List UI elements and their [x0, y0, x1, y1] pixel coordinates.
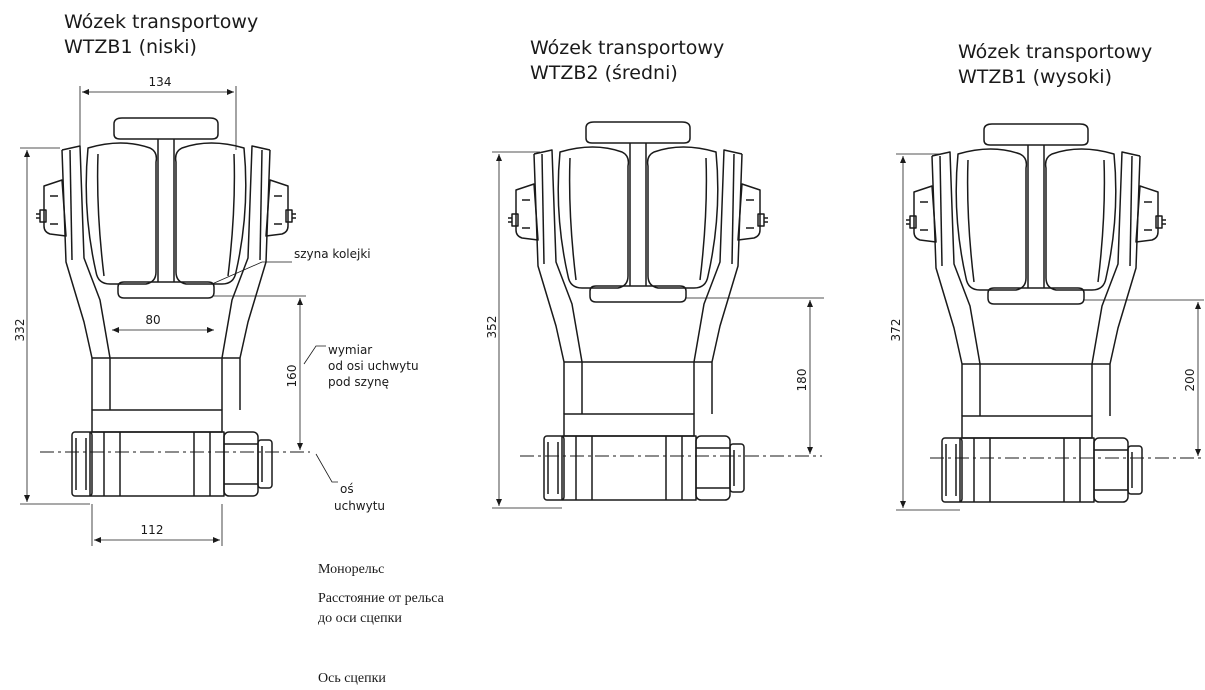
title-line-2: WTZB1 (wysoki)	[958, 66, 1112, 88]
title-wtzb2-sredni: Wózek transportowy WTZB2 (średni)	[530, 36, 724, 86]
dimension-note-line-2: od osi uchwytu	[328, 359, 419, 373]
dim-offset-200: 200	[1183, 369, 1197, 392]
rail-leader	[211, 261, 292, 285]
trolley-view-sredni: 352 180	[485, 121, 824, 509]
title-line-2: WTZB2 (średni)	[530, 62, 678, 84]
title-wtzb1-wysoki: Wózek transportowy WTZB1 (wysoki)	[958, 40, 1152, 90]
translation-monorail: Монорельс	[318, 562, 385, 577]
title-line-1: Wózek transportowy	[530, 37, 725, 59]
dim-height-372: 372	[889, 319, 903, 342]
title-line-2: WTZB1 (niski)	[64, 36, 197, 58]
trolley-view-wysoki: 372 200	[889, 123, 1204, 511]
dim-height-352: 352	[485, 316, 499, 339]
dimension-note-line-1: wymiar	[328, 343, 372, 357]
dimension-note-line-3: pod szynę	[328, 375, 389, 389]
translation-axis: Ось сцепки	[318, 671, 386, 686]
dim-width-112: 112	[141, 523, 164, 537]
title-line-1: Wózek transportowy	[958, 41, 1153, 63]
translation-distance: Расстояние от рельса до оси сцепки	[318, 591, 444, 626]
trolley-view-niski: 332 134 80 112 160 szyna kolejki wymiar …	[13, 75, 419, 546]
dim-width-134: 134	[149, 75, 172, 89]
axis-label-line-1: oś	[340, 482, 354, 496]
title-line-1: Wózek transportowy	[64, 11, 259, 33]
dim-offset-180: 180	[795, 369, 809, 392]
dim-offset-160: 160	[285, 365, 299, 388]
dim-height-332: 332	[13, 319, 27, 342]
axis-label-line-2: uchwytu	[334, 499, 385, 513]
rail-label: szyna kolejki	[294, 247, 371, 261]
dim-width-80: 80	[145, 313, 160, 327]
title-wtzb1-niski: Wózek transportowy WTZB1 (niski)	[64, 10, 258, 60]
